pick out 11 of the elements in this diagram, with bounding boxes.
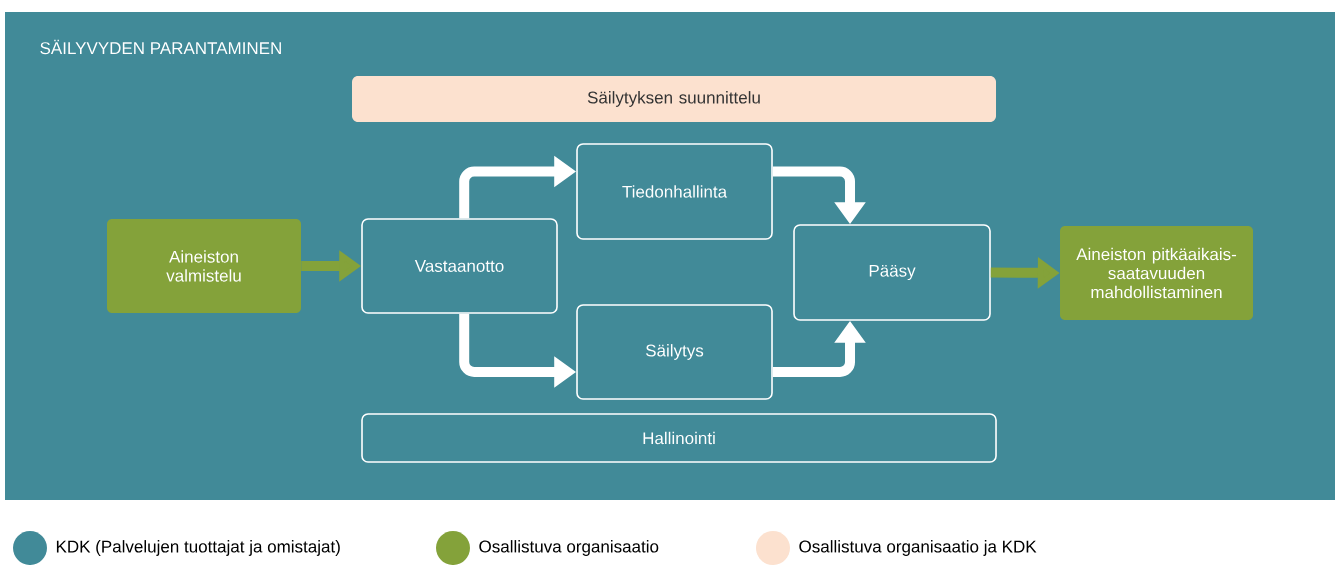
legend-label: Osallistuva organisaatio bbox=[479, 540, 659, 556]
legend-label: Osallistuva organisaatio ja KDK bbox=[799, 540, 1037, 556]
planning-box: Säilytyksen suunnittelu bbox=[352, 76, 996, 122]
process-box: Vastaanotto bbox=[361, 218, 558, 314]
process-box: Aineiston pitkäaikais- saatavuuden mahdollistaminen bbox=[1060, 226, 1253, 320]
process-box: Pääsy bbox=[793, 224, 991, 321]
legend-label: KDK (Palvelujen tuottajat ja omistajat) bbox=[56, 540, 340, 556]
process-box: Aineiston valmistelu bbox=[107, 219, 301, 313]
process-box: Tiedonhallinta bbox=[576, 143, 773, 240]
process-box: Säilytys bbox=[576, 304, 773, 400]
process-box: Hallinointi bbox=[361, 413, 997, 463]
